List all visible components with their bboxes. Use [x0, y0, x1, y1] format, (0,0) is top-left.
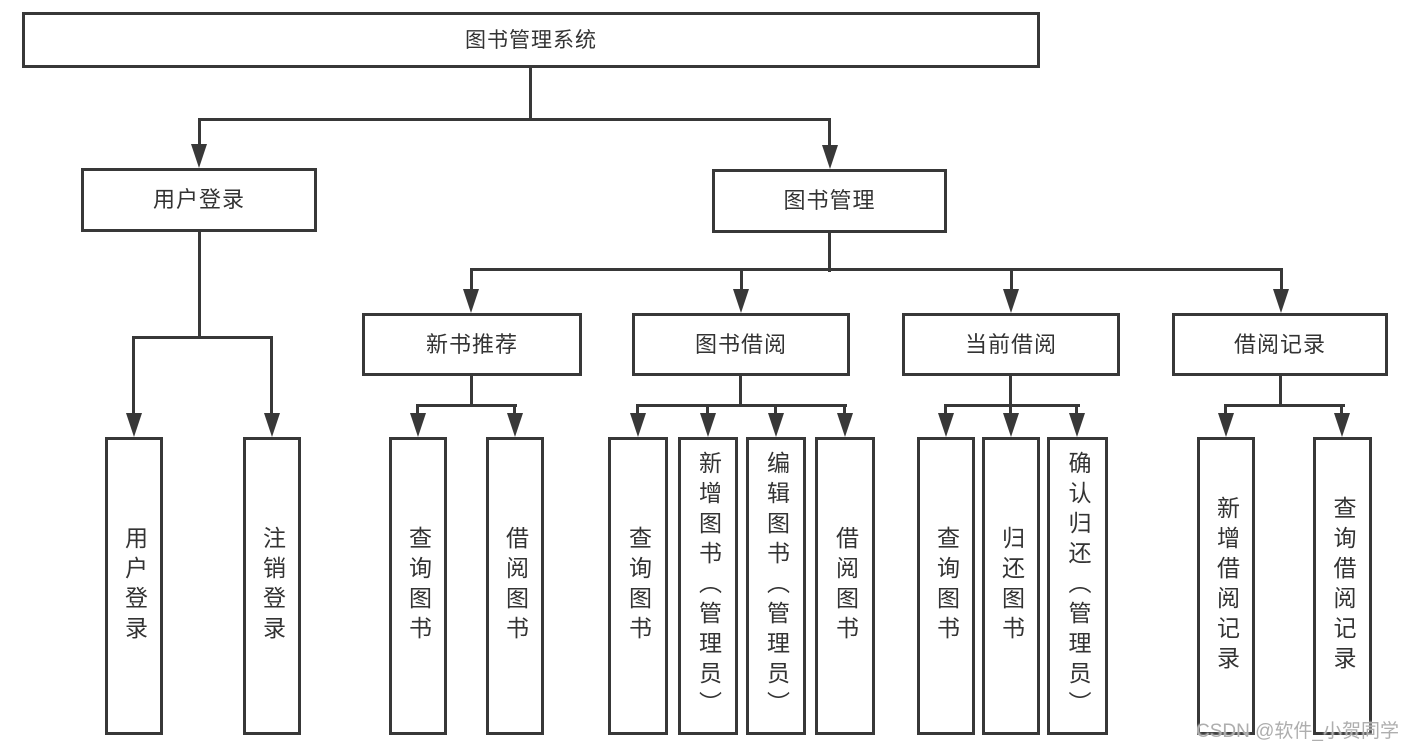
connector-line — [706, 404, 709, 420]
leaf-current-confirm-return-admin: 确认归还（管理员） — [1047, 437, 1108, 735]
leaf-current-return-books-label: 归还图书 — [998, 526, 1025, 646]
connector-line — [470, 268, 1283, 271]
connector-line — [828, 233, 831, 272]
node-user-login-label: 用户登录 — [152, 187, 245, 212]
arrowhead-down-icon — [1003, 289, 1019, 313]
arrowhead-down-icon — [410, 413, 426, 437]
connector-line — [636, 404, 639, 420]
connector-line — [470, 268, 473, 294]
connector-line — [1224, 404, 1227, 420]
arrowhead-down-icon — [264, 413, 280, 437]
connector-line — [636, 404, 847, 407]
arrowhead-down-icon — [126, 413, 142, 437]
connector-line — [740, 268, 743, 294]
connector-line — [828, 118, 831, 151]
node-library-system-label: 图书管理系统 — [465, 28, 597, 52]
leaf-recommend-borrow-books-label: 借阅图书 — [502, 526, 529, 646]
leaf-user-login: 用户登录 — [105, 437, 163, 735]
connector-line — [843, 404, 846, 420]
arrowhead-down-icon — [938, 413, 954, 437]
leaf-current-query-books: 查询图书 — [917, 437, 975, 735]
arrowhead-down-icon — [700, 413, 716, 437]
connector-line — [1075, 404, 1078, 420]
arrowhead-down-icon — [733, 289, 749, 313]
arrowhead-down-icon — [1334, 413, 1350, 437]
node-book-borrowing: 图书借阅 — [632, 313, 850, 376]
connector-line — [132, 336, 273, 339]
node-user-login: 用户登录 — [81, 168, 317, 232]
leaf-records-query-record-label: 查询借阅记录 — [1330, 496, 1356, 676]
leaf-logout: 注销登录 — [243, 437, 301, 735]
arrowhead-down-icon — [837, 413, 853, 437]
connector-line — [1009, 376, 1012, 407]
leaf-current-return-books: 归还图书 — [982, 437, 1040, 735]
node-borrowing-records: 借阅记录 — [1172, 313, 1388, 376]
node-book-borrowing-label: 图书借阅 — [694, 331, 787, 357]
node-borrowing-records-label: 借阅记录 — [1233, 331, 1326, 357]
leaf-borrowing-edit-books-admin: 编辑图书（管理员） — [746, 437, 806, 735]
arrowhead-down-icon — [1218, 413, 1234, 437]
leaf-borrowing-query-books-label: 查询图书 — [625, 526, 652, 646]
arrowhead-down-icon — [507, 413, 523, 437]
leaf-borrowing-query-books: 查询图书 — [608, 437, 668, 735]
arrowhead-down-icon — [768, 413, 784, 437]
leaf-borrowing-add-books-admin: 新增图书（管理员） — [678, 437, 738, 735]
node-current-borrowing-label: 当前借阅 — [964, 331, 1057, 357]
leaf-records-query-record: 查询借阅记录 — [1313, 437, 1372, 735]
arrowhead-down-icon — [1003, 413, 1019, 437]
leaf-current-query-books-label: 查询图书 — [933, 526, 960, 646]
leaf-borrowing-borrow-books: 借阅图书 — [815, 437, 875, 735]
leaf-records-add-record: 新增借阅记录 — [1197, 437, 1255, 735]
connector-line — [416, 404, 517, 407]
connector-line — [944, 404, 947, 420]
arrowhead-down-icon — [1273, 289, 1289, 313]
connector-line — [1340, 404, 1343, 420]
connector-line — [944, 404, 1080, 407]
leaf-borrowing-borrow-books-label: 借阅图书 — [832, 526, 859, 646]
leaf-recommend-borrow-books: 借阅图书 — [486, 437, 544, 735]
node-book-management: 图书管理 — [712, 169, 947, 233]
node-library-system: 图书管理系统 — [22, 12, 1040, 68]
arrowhead-down-icon — [191, 144, 207, 168]
connector-line — [1280, 268, 1283, 294]
csdn-watermark: CSDN @软件_小贺同学 — [1196, 721, 1399, 742]
leaf-user-login-label: 用户登录 — [121, 526, 148, 646]
connector-line — [198, 118, 201, 150]
connector-line — [1279, 376, 1282, 407]
node-current-borrowing: 当前借阅 — [902, 313, 1120, 376]
connector-line — [416, 404, 419, 420]
connector-line — [529, 68, 532, 121]
leaf-logout-label: 注销登录 — [259, 526, 286, 646]
connector-line — [1009, 404, 1012, 420]
connector-line — [739, 376, 742, 407]
arrowhead-down-icon — [463, 289, 479, 313]
arrowhead-down-icon — [1069, 413, 1085, 437]
leaf-borrowing-edit-books-admin-label: 编辑图书（管理员） — [763, 451, 790, 721]
connector-line — [270, 336, 273, 418]
connector-line — [1010, 268, 1013, 294]
node-book-management-label: 图书管理 — [783, 188, 876, 213]
leaf-recommend-query-books: 查询图书 — [389, 437, 447, 735]
leaf-borrowing-add-books-admin-label: 新增图书（管理员） — [695, 451, 722, 721]
connector-line — [132, 336, 135, 418]
leaf-current-confirm-return-admin-label: 确认归还（管理员） — [1065, 451, 1091, 721]
node-new-book-recommendation-label: 新书推荐 — [425, 331, 518, 357]
leaf-records-add-record-label: 新增借阅记录 — [1213, 496, 1240, 676]
connector-line — [774, 404, 777, 420]
arrowhead-down-icon — [822, 145, 838, 169]
connector-line — [198, 118, 831, 121]
connector-line — [1224, 404, 1345, 407]
connector-line — [470, 376, 473, 407]
leaf-recommend-query-books-label: 查询图书 — [405, 526, 432, 646]
connector-line — [198, 232, 201, 338]
connector-line — [513, 404, 516, 420]
node-new-book-recommendation: 新书推荐 — [362, 313, 582, 376]
arrowhead-down-icon — [630, 413, 646, 437]
